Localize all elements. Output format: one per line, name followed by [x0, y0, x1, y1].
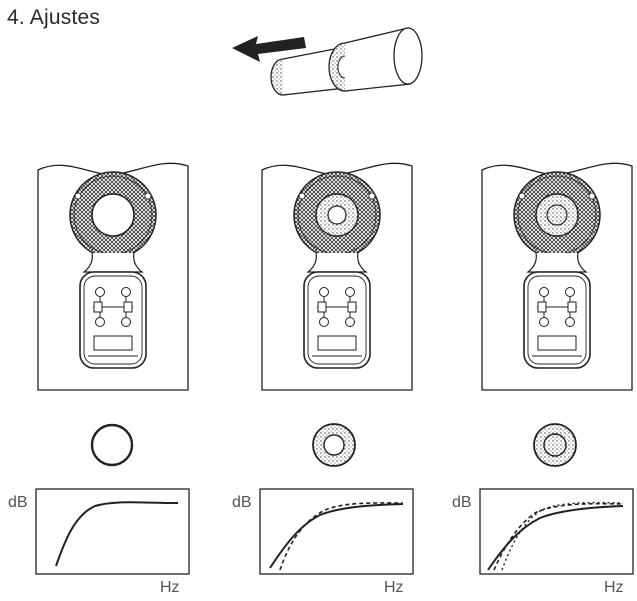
foam-plug-icon — [270, 27, 423, 96]
graph-3-x-label: Hz — [604, 579, 624, 596]
graph-2-y-label: dB — [232, 494, 252, 511]
port-ring-icon — [533, 423, 577, 467]
speaker-panel-left — [37, 162, 189, 391]
graph-1-y-label: dB — [8, 494, 28, 511]
speaker-panel-middle — [261, 162, 413, 391]
arrow-left-icon — [232, 36, 306, 62]
speaker-panel-right — [481, 162, 633, 391]
page-title: 4. Ajustes — [7, 6, 101, 29]
response-graph-3 — [479, 488, 634, 575]
graph-2-x-label: Hz — [384, 579, 404, 596]
port-ring-icon — [90, 423, 134, 467]
response-graph-1 — [35, 488, 190, 575]
response-graph-2 — [259, 488, 414, 575]
graph-3-y-label: dB — [452, 494, 472, 511]
graph-1-x-label: Hz — [160, 579, 180, 596]
port-ring-icon — [312, 423, 356, 467]
